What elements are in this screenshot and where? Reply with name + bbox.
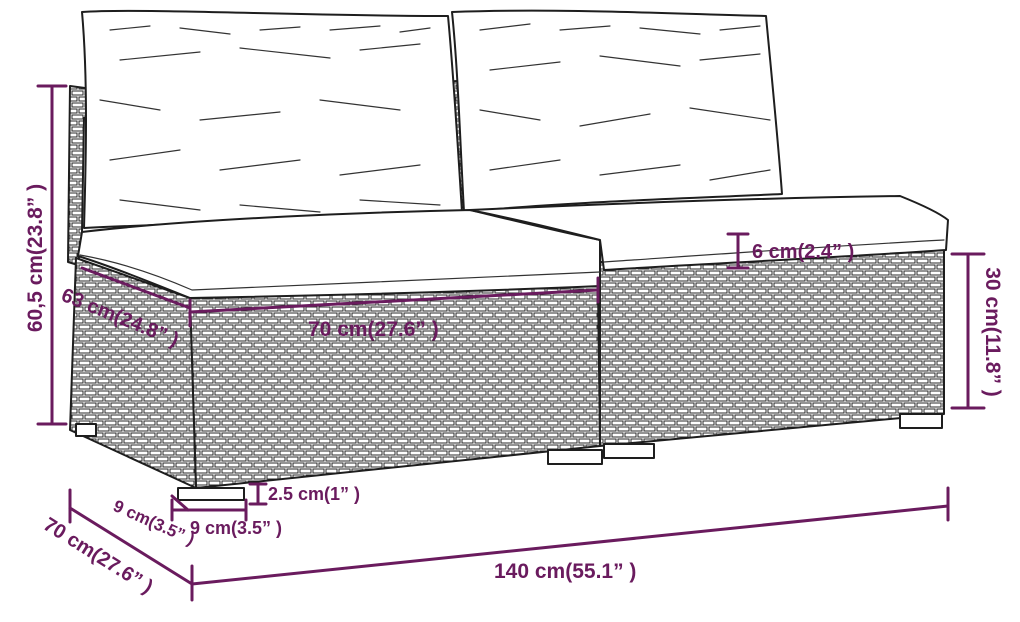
foot-width-label: 9 cm(3.5” ) [190, 518, 282, 538]
seat-cushion-left-edge [79, 254, 601, 291]
seat-base-left-front [189, 285, 601, 489]
foot-middle-back [603, 443, 655, 459]
total-width-label: 140 cm(55.1” ) [494, 560, 636, 583]
foot-back-left [75, 423, 97, 437]
seat-cushion-right [469, 195, 949, 271]
back-cushion-right [451, 9, 783, 213]
seat-height-label: 30 cm(11.8” ) [981, 267, 1004, 397]
total-height-label: 60,5 cm(23.8” ) [24, 184, 47, 332]
seat-cushion-left [77, 209, 601, 299]
seat-cushion-right-edge [603, 239, 945, 263]
back-cushion-creases [99, 23, 771, 213]
seat-base-right-front [599, 249, 945, 447]
cushion-thickness-label: 6 cm(2.4” ) [752, 241, 854, 263]
dimension-lines [36, 84, 986, 602]
seat-width-label: 70 cm(27.6” ) [308, 318, 439, 341]
foot-front-left [177, 487, 245, 501]
sofa-illustration [67, 9, 949, 501]
foot-front-middle [547, 449, 603, 465]
back-cushion-left [81, 9, 463, 229]
foot-height-label: 2.5 cm(1” ) [268, 484, 360, 504]
foot-right [899, 413, 943, 429]
